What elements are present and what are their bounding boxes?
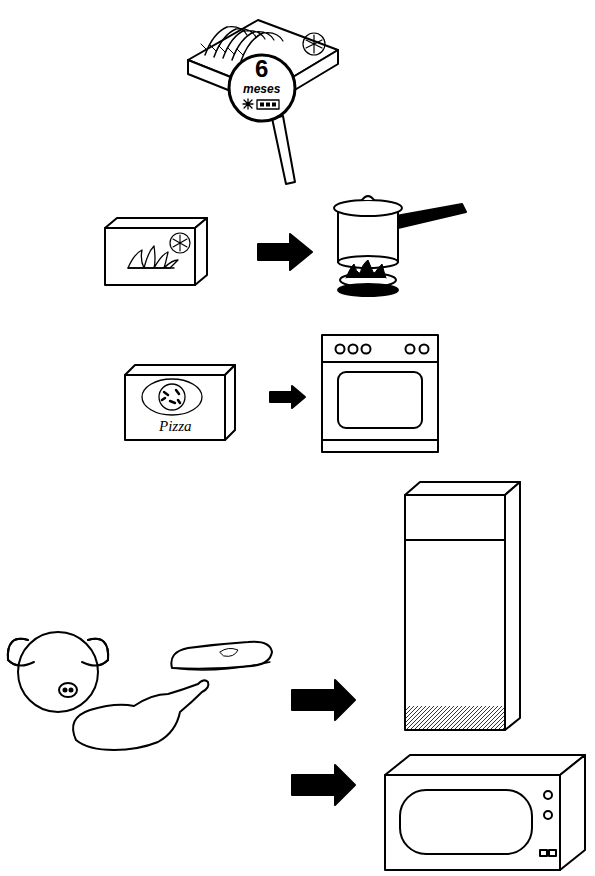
shrimp-box — [188, 20, 338, 106]
shelf-life-label: meses — [243, 83, 280, 95]
box-label: Pizza — [159, 419, 192, 434]
arrow — [292, 765, 355, 805]
callout-number: 6 — [255, 57, 268, 81]
arrow — [292, 680, 355, 720]
magnifier — [229, 55, 295, 184]
arrow — [258, 234, 312, 270]
pizza-box — [125, 365, 235, 440]
arrow — [270, 386, 305, 408]
oven — [322, 335, 438, 452]
vegetable-box — [105, 218, 207, 285]
fridge — [405, 482, 520, 730]
microwave — [385, 755, 585, 870]
pot-on-stove — [334, 196, 466, 296]
meat — [8, 632, 272, 750]
